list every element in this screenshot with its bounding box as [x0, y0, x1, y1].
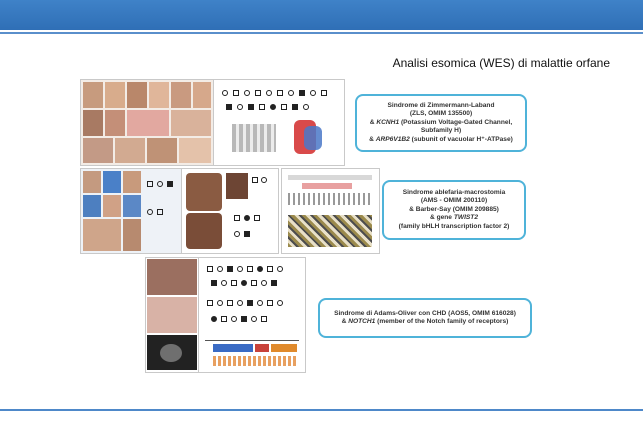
callout-ams: Sindrome ablefaria-macrostomia (AMS - OM… — [382, 180, 526, 240]
callout-zls: Sindrome di Zimmermann-Laband (ZLS, OMIM… — [355, 94, 527, 152]
callout-zls-line2: (ZLS, OMIM 135500) — [409, 110, 473, 118]
callout-ams-line3: & Barber-Say (OMIM 209885) — [409, 205, 499, 213]
callout-ams-line5: (family bHLH transcription factor 2) — [398, 222, 510, 230]
aos-pedigree-panel — [198, 257, 306, 373]
slide-title: Analisi esomica (WES) di malattie orfane — [392, 56, 610, 70]
callout-aos-line2: & NOTCH1 (member of the Notch family of … — [341, 318, 509, 325]
footer-divider — [0, 409, 643, 411]
callout-ams-line4: & gene TWIST2 — [429, 214, 478, 222]
callout-ams-line2: (AMS - OMIM 200110) — [420, 197, 488, 205]
callout-aos: Sindrome di Adams-Oliver con CHD (AOS5, … — [318, 298, 532, 338]
aos-photo-panel — [145, 257, 199, 373]
callout-zls-line5: & ARP6V1B2 (subunit of vacuolar H⁺-ATPas… — [369, 135, 513, 143]
header-bar — [0, 0, 643, 30]
header-divider — [0, 32, 643, 34]
callout-zls-line4: Subfamily H) — [420, 127, 462, 135]
zls-photo-panel — [80, 79, 214, 166]
callout-zls-line1: Sindrome di Zimmermann-Laband — [387, 101, 495, 109]
ams-photo-panel — [80, 168, 182, 254]
zls-pedigree-panel — [213, 79, 345, 166]
ams-face-panel — [181, 168, 279, 254]
callout-zls-line3: & KCNH1 (Potassium Voltage-Gated Channel… — [369, 118, 513, 126]
callout-ams-line1: Sindrome ablefaria-macrostomia — [402, 188, 506, 196]
ams-gene-panel — [281, 168, 380, 254]
callout-aos-line1: Sindrome di Adams-Oliver con CHD (AOS5, … — [334, 309, 516, 317]
